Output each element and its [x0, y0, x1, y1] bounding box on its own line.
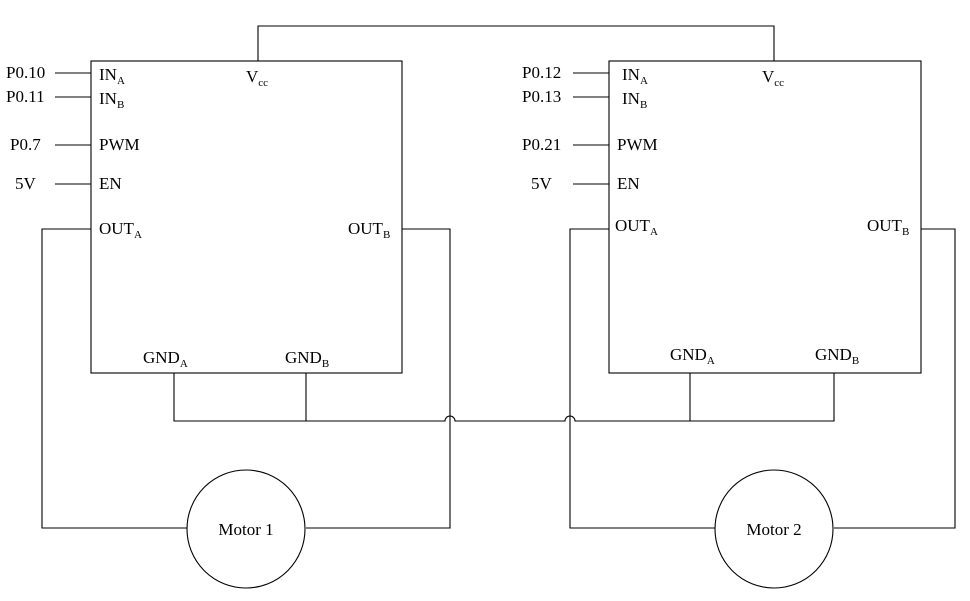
ground-bus-wire: [173, 372, 835, 422]
in-a-signal-driver-1: P0.10: [6, 63, 45, 82]
vcc-pin-driver-1: Vcc: [246, 67, 268, 89]
in-b-signal-driver-1: P0.11: [6, 87, 45, 106]
out-b-pin-driver-2: OUTB: [867, 216, 909, 238]
out-b-pin-driver-1: OUTB: [348, 219, 390, 241]
out-a-pin-driver-1: OUTA: [99, 219, 142, 241]
in-a-pin-driver-2: INA: [622, 65, 648, 87]
en-pin-driver-2: EN: [617, 174, 640, 193]
pwm-pin-driver-1: PWM: [99, 135, 140, 154]
motor-2-label: Motor 2: [746, 520, 801, 539]
vcc-interconnect-wire: [257, 25, 775, 61]
motor-2-symbol: [714, 469, 834, 589]
gnd-a-pin-driver-1: GNDA: [143, 348, 188, 370]
pwm-pin-driver-2: PWM: [617, 135, 658, 154]
gnd-a-pin-driver-2: GNDA: [670, 345, 715, 367]
gnd-b-pin-driver-1: GNDB: [285, 348, 329, 370]
motor-1-out-a-wire: [41, 228, 187, 529]
pwm-signal-driver-2: P0.21: [522, 135, 561, 154]
en-signal-driver-1: 5V: [15, 174, 37, 193]
motor-1-symbol: [186, 469, 306, 589]
motor-1-label: Motor 1: [218, 520, 273, 539]
en-pin-driver-1: EN: [99, 174, 122, 193]
en-signal-driver-2: 5V: [531, 174, 553, 193]
in-b-pin-driver-2: INB: [622, 89, 647, 111]
driver-2-box: [608, 60, 922, 374]
in-b-signal-driver-2: P0.13: [522, 87, 561, 106]
driver-1-box: [90, 60, 403, 374]
in-b-pin-driver-1: INB: [99, 89, 124, 111]
motor-1-out-b-wire: [306, 228, 451, 529]
motor-2-out-b-wire: [834, 228, 956, 529]
in-a-pin-driver-1: INA: [99, 65, 125, 87]
vcc-pin-driver-2: Vcc: [762, 67, 784, 89]
out-a-pin-driver-2: OUTA: [615, 216, 658, 238]
gnd-b-pin-driver-2: GNDB: [815, 345, 859, 367]
motor-2-out-a-wire: [569, 228, 715, 529]
pwm-signal-driver-1: P0.7: [10, 135, 41, 154]
in-a-signal-driver-2: P0.12: [522, 63, 561, 82]
